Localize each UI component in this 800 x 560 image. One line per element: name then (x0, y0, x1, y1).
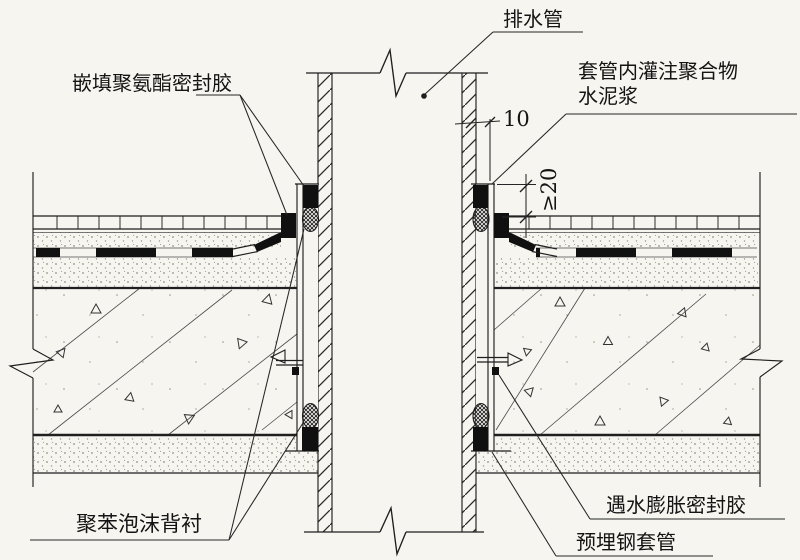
steel-sleeve-assembly (285, 183, 511, 452)
label-steel-sleeve: 预埋钢套管 (491, 451, 713, 557)
swelling-sealant-strip-right (492, 367, 499, 375)
label-foam-backing: 聚苯泡沫背衬 (30, 228, 305, 541)
concrete-slab-left (33, 288, 297, 435)
foam-backing-text: 聚苯泡沫背衬 (76, 512, 202, 536)
waterproof-membrane-right (536, 248, 757, 257)
dimension-sleeve-protrusion: ≥20 (497, 168, 561, 238)
aggregate-triangles-right (522, 295, 733, 426)
membrane-upturn-right (509, 232, 558, 258)
label-drain-pipe: 排水管 (421, 8, 583, 99)
flag-arrow-left (269, 349, 286, 364)
sealant-bottom-right (473, 427, 488, 451)
label-grout: 套管内灌注聚合物 水泥浆 (491, 60, 797, 185)
steel-sleeve-text: 预埋钢套管 (576, 531, 676, 554)
screed-lower-right (494, 257, 758, 288)
dim-gap-text: 10 (503, 107, 530, 131)
waterproof-membrane-left (36, 248, 233, 257)
pipe-top-break (306, 47, 488, 99)
cut-edge-right (738, 172, 784, 487)
waterstop-flag-right (477, 352, 524, 375)
sealant-floor-joint-left (281, 213, 296, 238)
sealant-bottom-left (302, 427, 318, 451)
aggregate-triangles-left (53, 293, 293, 426)
tile-layer-right (509, 215, 760, 233)
label-top-sealant: 嵌填聚氨酯密封胶 (72, 72, 305, 216)
label-swelling-sealant: 遇水膨胀密封胶 (498, 374, 785, 520)
top-sealant-text: 嵌填聚氨酯密封胶 (72, 72, 232, 95)
swelling-sealant-text: 遇水膨胀密封胶 (606, 494, 746, 517)
floor-left (32, 215, 318, 474)
dimension-annular-gap: 10 (454, 107, 530, 181)
foam-backing-rod-bottom-right (472, 402, 490, 430)
foam-backing-rod-top-left (301, 205, 320, 233)
drain-pipe-text: 排水管 (503, 8, 563, 31)
tile-layer-left (33, 215, 281, 233)
cut-edge-left (8, 172, 55, 487)
polyurethane-sealant-top-left (303, 185, 318, 208)
pipe-wall-right (462, 73, 476, 532)
sealant-floor-joint-right (494, 213, 509, 238)
waterstop-flag-left (269, 349, 303, 375)
leader-dot (421, 93, 427, 99)
flag-arrow-right (507, 352, 524, 367)
floor-right (476, 215, 761, 474)
ceiling-plaster-left (33, 435, 318, 473)
grout-text-line1: 套管内灌注聚合物 (578, 60, 738, 83)
pipe-bottom-break (304, 505, 484, 557)
swelling-sealant-strip-left (292, 367, 299, 375)
sealant-elements (281, 185, 509, 451)
foam-backing-rod-top-right (472, 205, 490, 233)
concrete-hatch-left (32, 287, 298, 436)
grout-gap-left (303, 184, 318, 451)
foam-backing-rod-bottom-left (301, 402, 320, 430)
grout-gap-right (476, 184, 488, 451)
dim-protrusion-text: ≥20 (537, 168, 561, 212)
ceiling-plaster-right (476, 435, 760, 473)
grout-text-line2: 水泥浆 (578, 85, 638, 108)
membrane-upturn-left (232, 232, 281, 258)
polyurethane-sealant-top-right (473, 185, 488, 208)
concrete-hatch-right (493, 287, 761, 436)
screed-upper-right (509, 232, 757, 248)
pipe-wall-left (318, 73, 332, 532)
screed-upper-left (33, 232, 281, 248)
screed-lower-left (33, 257, 297, 288)
